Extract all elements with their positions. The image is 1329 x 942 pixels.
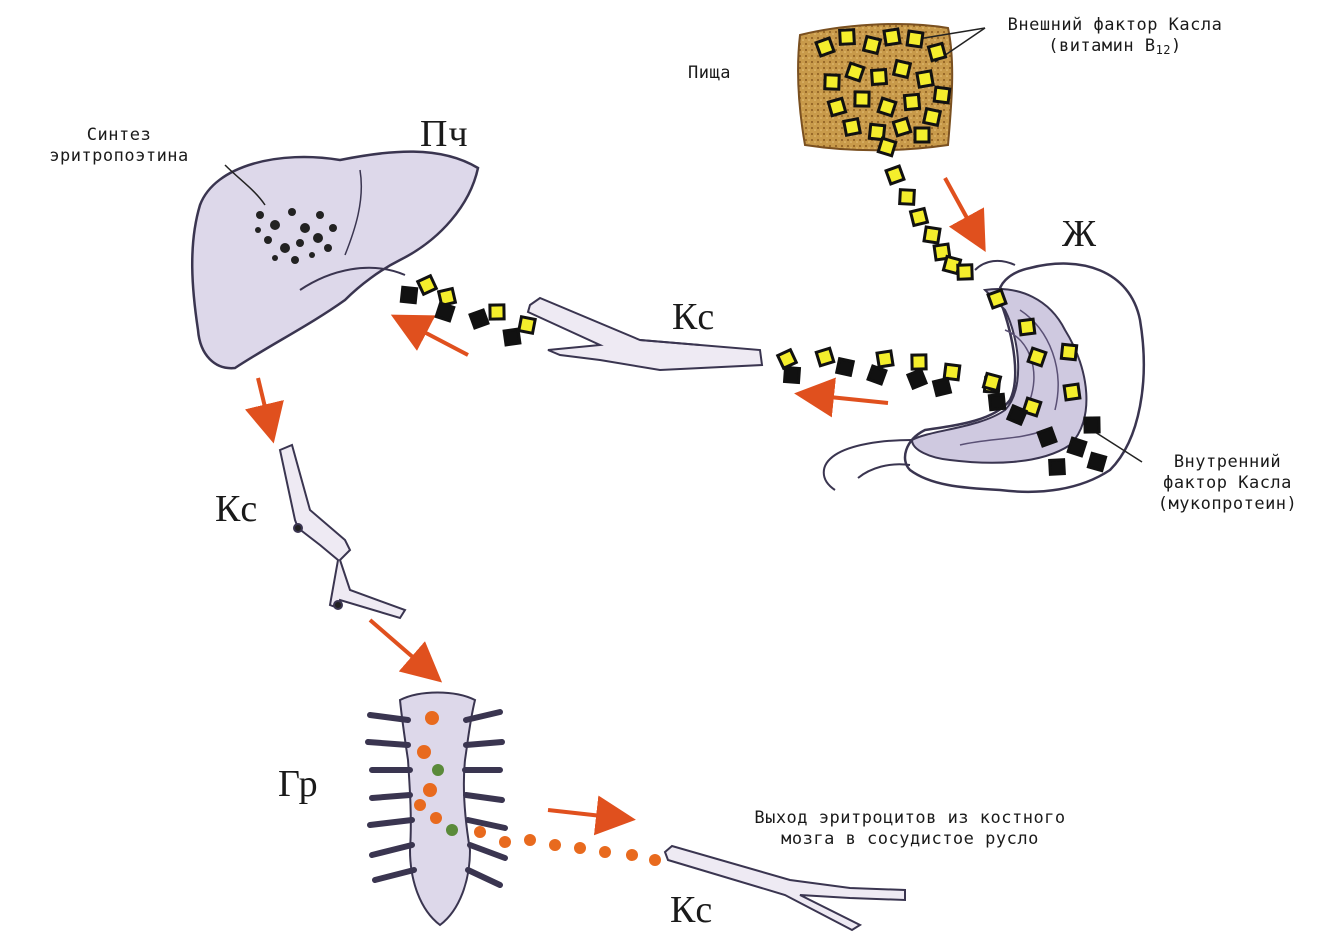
- vessel-left: [280, 445, 405, 618]
- intrinsic-square: [1085, 418, 1099, 432]
- arrow-vessel-to-bone: [370, 620, 430, 672]
- intrinsic-square: [837, 359, 854, 376]
- b12-square: [1028, 348, 1046, 366]
- b12-square: [928, 43, 945, 60]
- b12-square: [958, 265, 972, 279]
- arrow-bone-exit: [548, 810, 620, 818]
- exit-line-2: мозга в сосудистое русло: [680, 829, 1140, 850]
- b12-square: [840, 30, 855, 45]
- b12-square: [900, 190, 915, 205]
- intrinsic-square: [436, 303, 454, 321]
- intrinsic-square: [470, 310, 488, 328]
- b12-square: [894, 61, 911, 78]
- intrinsic-line-2: фактор Касла: [1130, 473, 1325, 494]
- b12-square: [907, 31, 923, 47]
- b12-square: [828, 98, 845, 115]
- b12-square: [893, 118, 910, 135]
- b12-square: [904, 94, 919, 109]
- b12-square: [864, 37, 881, 54]
- b12-square: [825, 75, 839, 89]
- label-vessel-top: Кс: [672, 295, 715, 339]
- b12-square: [816, 38, 834, 56]
- b12-square: [778, 350, 797, 369]
- b12-square: [911, 209, 928, 226]
- exit-line-1: Выход эритроцитов из костного: [680, 808, 1140, 829]
- label-stomach: Ж: [1062, 212, 1097, 256]
- b12-square: [877, 351, 893, 367]
- arrow-food-to-stomach: [945, 178, 978, 238]
- intrinsic-square: [1068, 438, 1086, 456]
- b12-square: [915, 128, 929, 142]
- arrow-vessel-to-liver: [405, 322, 468, 355]
- intrinsic-square: [1050, 460, 1065, 475]
- b12-square: [846, 63, 864, 81]
- intrinsic-square: [908, 370, 926, 388]
- label-exit: Выход эритроцитов из костного мозга в со…: [680, 808, 1140, 850]
- label-extrinsic-factor: Внешний фактор Касла (витамин B12): [985, 15, 1245, 61]
- b12-square: [418, 276, 437, 295]
- intrinsic-square: [1088, 453, 1105, 470]
- b12-square: [1061, 344, 1076, 359]
- b12-square: [924, 227, 940, 243]
- b12-square: [884, 29, 900, 45]
- synthesis-line-1: Синтез: [14, 125, 224, 146]
- b12-square: [912, 355, 926, 369]
- label-synthesis: Синтез эритропоэтина: [14, 125, 224, 167]
- b12-square: [886, 166, 904, 184]
- b12-square: [490, 305, 504, 319]
- b12-square: [519, 317, 535, 333]
- intrinsic-square: [401, 287, 416, 302]
- b12-square: [917, 71, 933, 87]
- intrinsic-square: [785, 368, 800, 383]
- label-bone: Гр: [278, 762, 319, 806]
- intrinsic-square: [989, 394, 1004, 409]
- extrinsic-line-2: (витамин B12): [985, 36, 1245, 61]
- b12-square: [934, 87, 950, 103]
- intrinsic-line-1: Внутренний: [1130, 452, 1325, 473]
- intrinsic-square: [1038, 428, 1056, 446]
- factor-squares: [401, 29, 1105, 474]
- bone: [368, 693, 505, 926]
- intrinsic-line-3: (мукопротеин): [1130, 494, 1325, 515]
- intrinsic-square: [934, 379, 951, 396]
- b12-square: [816, 348, 833, 365]
- label-vessel-bottom: Кс: [670, 888, 713, 932]
- b12-square: [855, 92, 869, 106]
- b12-square: [983, 373, 1000, 390]
- label-liver: Пч: [420, 112, 469, 156]
- b12-square: [844, 119, 860, 135]
- b12-square: [988, 290, 1006, 308]
- arrow-stomach-to-vessel: [810, 395, 888, 403]
- b12-square: [878, 138, 895, 155]
- vessel-top: [528, 298, 762, 370]
- label-vessel-left: Кс: [215, 487, 258, 531]
- synthesis-line-2: эритропоэтина: [14, 146, 224, 167]
- label-food: Пища: [688, 63, 731, 84]
- b12-square: [1064, 384, 1080, 400]
- b12-square: [1019, 319, 1035, 335]
- arrow-liver-to-vessel: [258, 378, 270, 428]
- label-intrinsic-factor: Внутренний фактор Касла (мукопротеин): [1130, 452, 1325, 515]
- intrinsic-square: [504, 329, 520, 345]
- b12-square: [924, 109, 941, 126]
- intrinsic-square: [1008, 406, 1026, 424]
- b12-square: [878, 98, 896, 116]
- intrinsic-square: [868, 366, 886, 384]
- b12-square: [872, 70, 887, 85]
- extrinsic-line-1: Внешний фактор Касла: [985, 15, 1245, 36]
